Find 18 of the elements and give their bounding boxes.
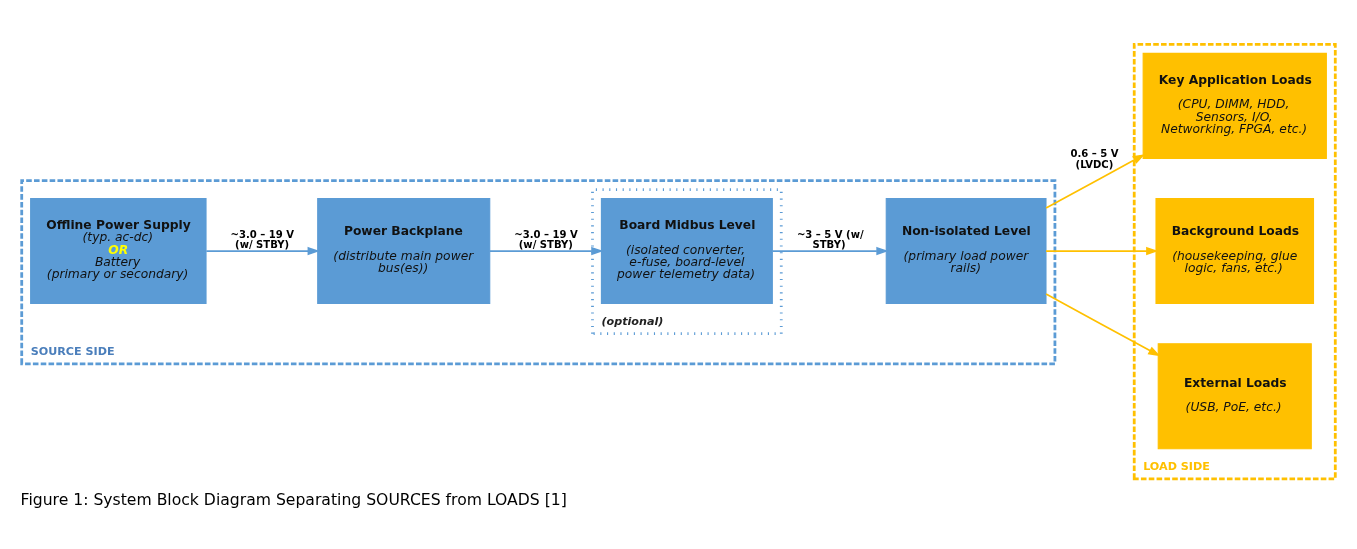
arrow [771,246,889,256]
node-box: Key Application Loads (CPU, DIMM, HDD, Sensors, I/O, Networking, FPGA, etc.) [1142,52,1327,159]
arrow [205,246,320,256]
arrow [489,246,604,256]
edge-label: ~3.0 – 19 V (w/ STBY) [514,228,578,250]
arrow [1045,293,1161,357]
arrow [1045,154,1146,209]
arrow [1045,246,1159,256]
edge-label: 0.6 – 5 V (LVDC) [1070,148,1119,170]
node-box: Offline Power Supply (typ. ac-dc) OR Battery (primary or secondary) [30,198,207,305]
node-box: External Loads (USB, PoE, etc.) [1157,343,1312,450]
node-box: Board Midbus Level (isolated converter, e-fuse, board-level power telemetry data) [600,198,773,305]
caption: Figure 1: System Block Diagram Separating SOURCES from LOADS [1] [20,489,567,509]
node-box: Power Backplane (distribute main power bus(es)) [317,198,491,305]
node-box: Background Loads (housekeeping, glue logic, fans, etc.) [1155,198,1315,305]
edge-label: ~3.0 – 19 V (w/ STBY) [230,228,295,250]
node-box: Non-isolated Level (primary load power rails) [885,198,1047,305]
edge-label: ~3 – 5 V (w/ STBY) [796,228,864,250]
